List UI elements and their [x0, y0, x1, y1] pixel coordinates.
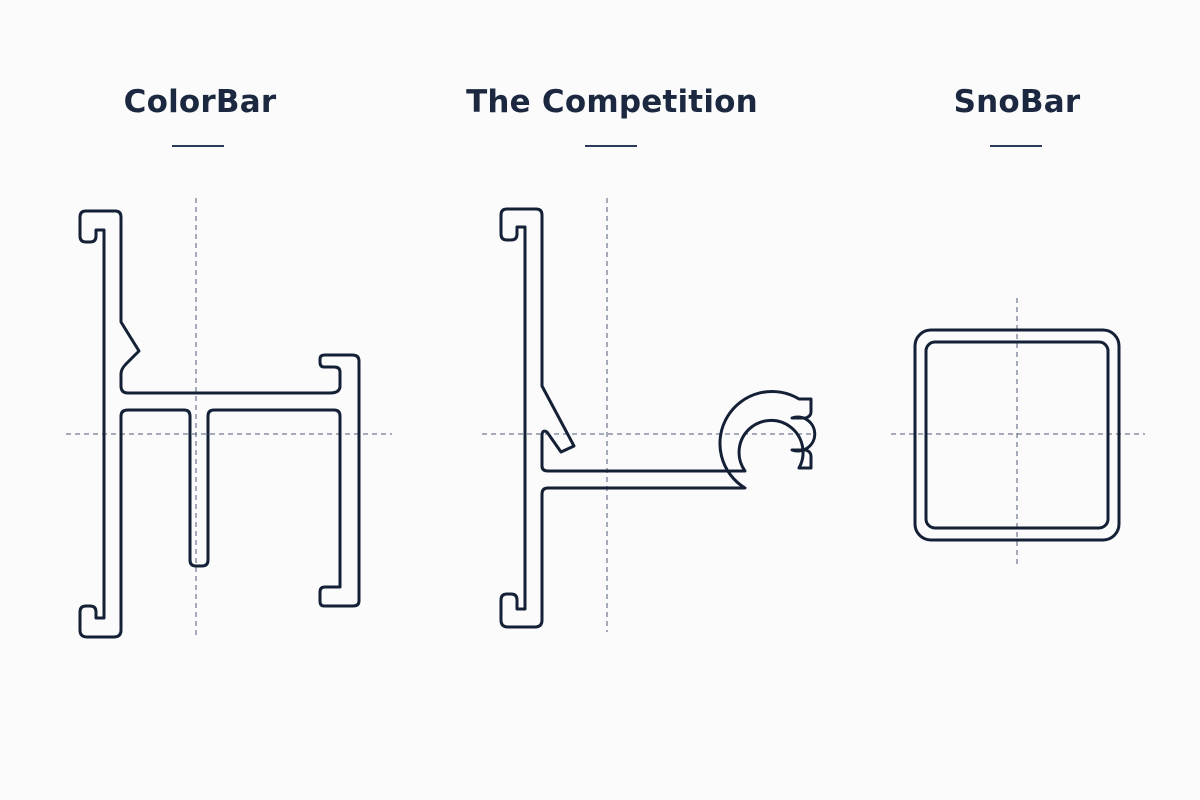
competition-title-underline — [585, 145, 637, 147]
snobar-panel — [891, 298, 1145, 566]
colorbar-profile-outline — [78, 209, 361, 639]
colorbar-panel — [66, 198, 392, 639]
snobar-outer-wall — [913, 328, 1121, 542]
competition-title: The Competition — [466, 84, 758, 120]
competition-panel — [482, 198, 817, 632]
competition-profile-outline — [499, 207, 817, 629]
snobar-inner-wall — [924, 340, 1110, 530]
colorbar-title-underline — [172, 145, 224, 147]
snobar-title: SnoBar — [953, 84, 1081, 120]
snobar-title-underline — [990, 145, 1042, 147]
colorbar-title: ColorBar — [123, 84, 277, 120]
